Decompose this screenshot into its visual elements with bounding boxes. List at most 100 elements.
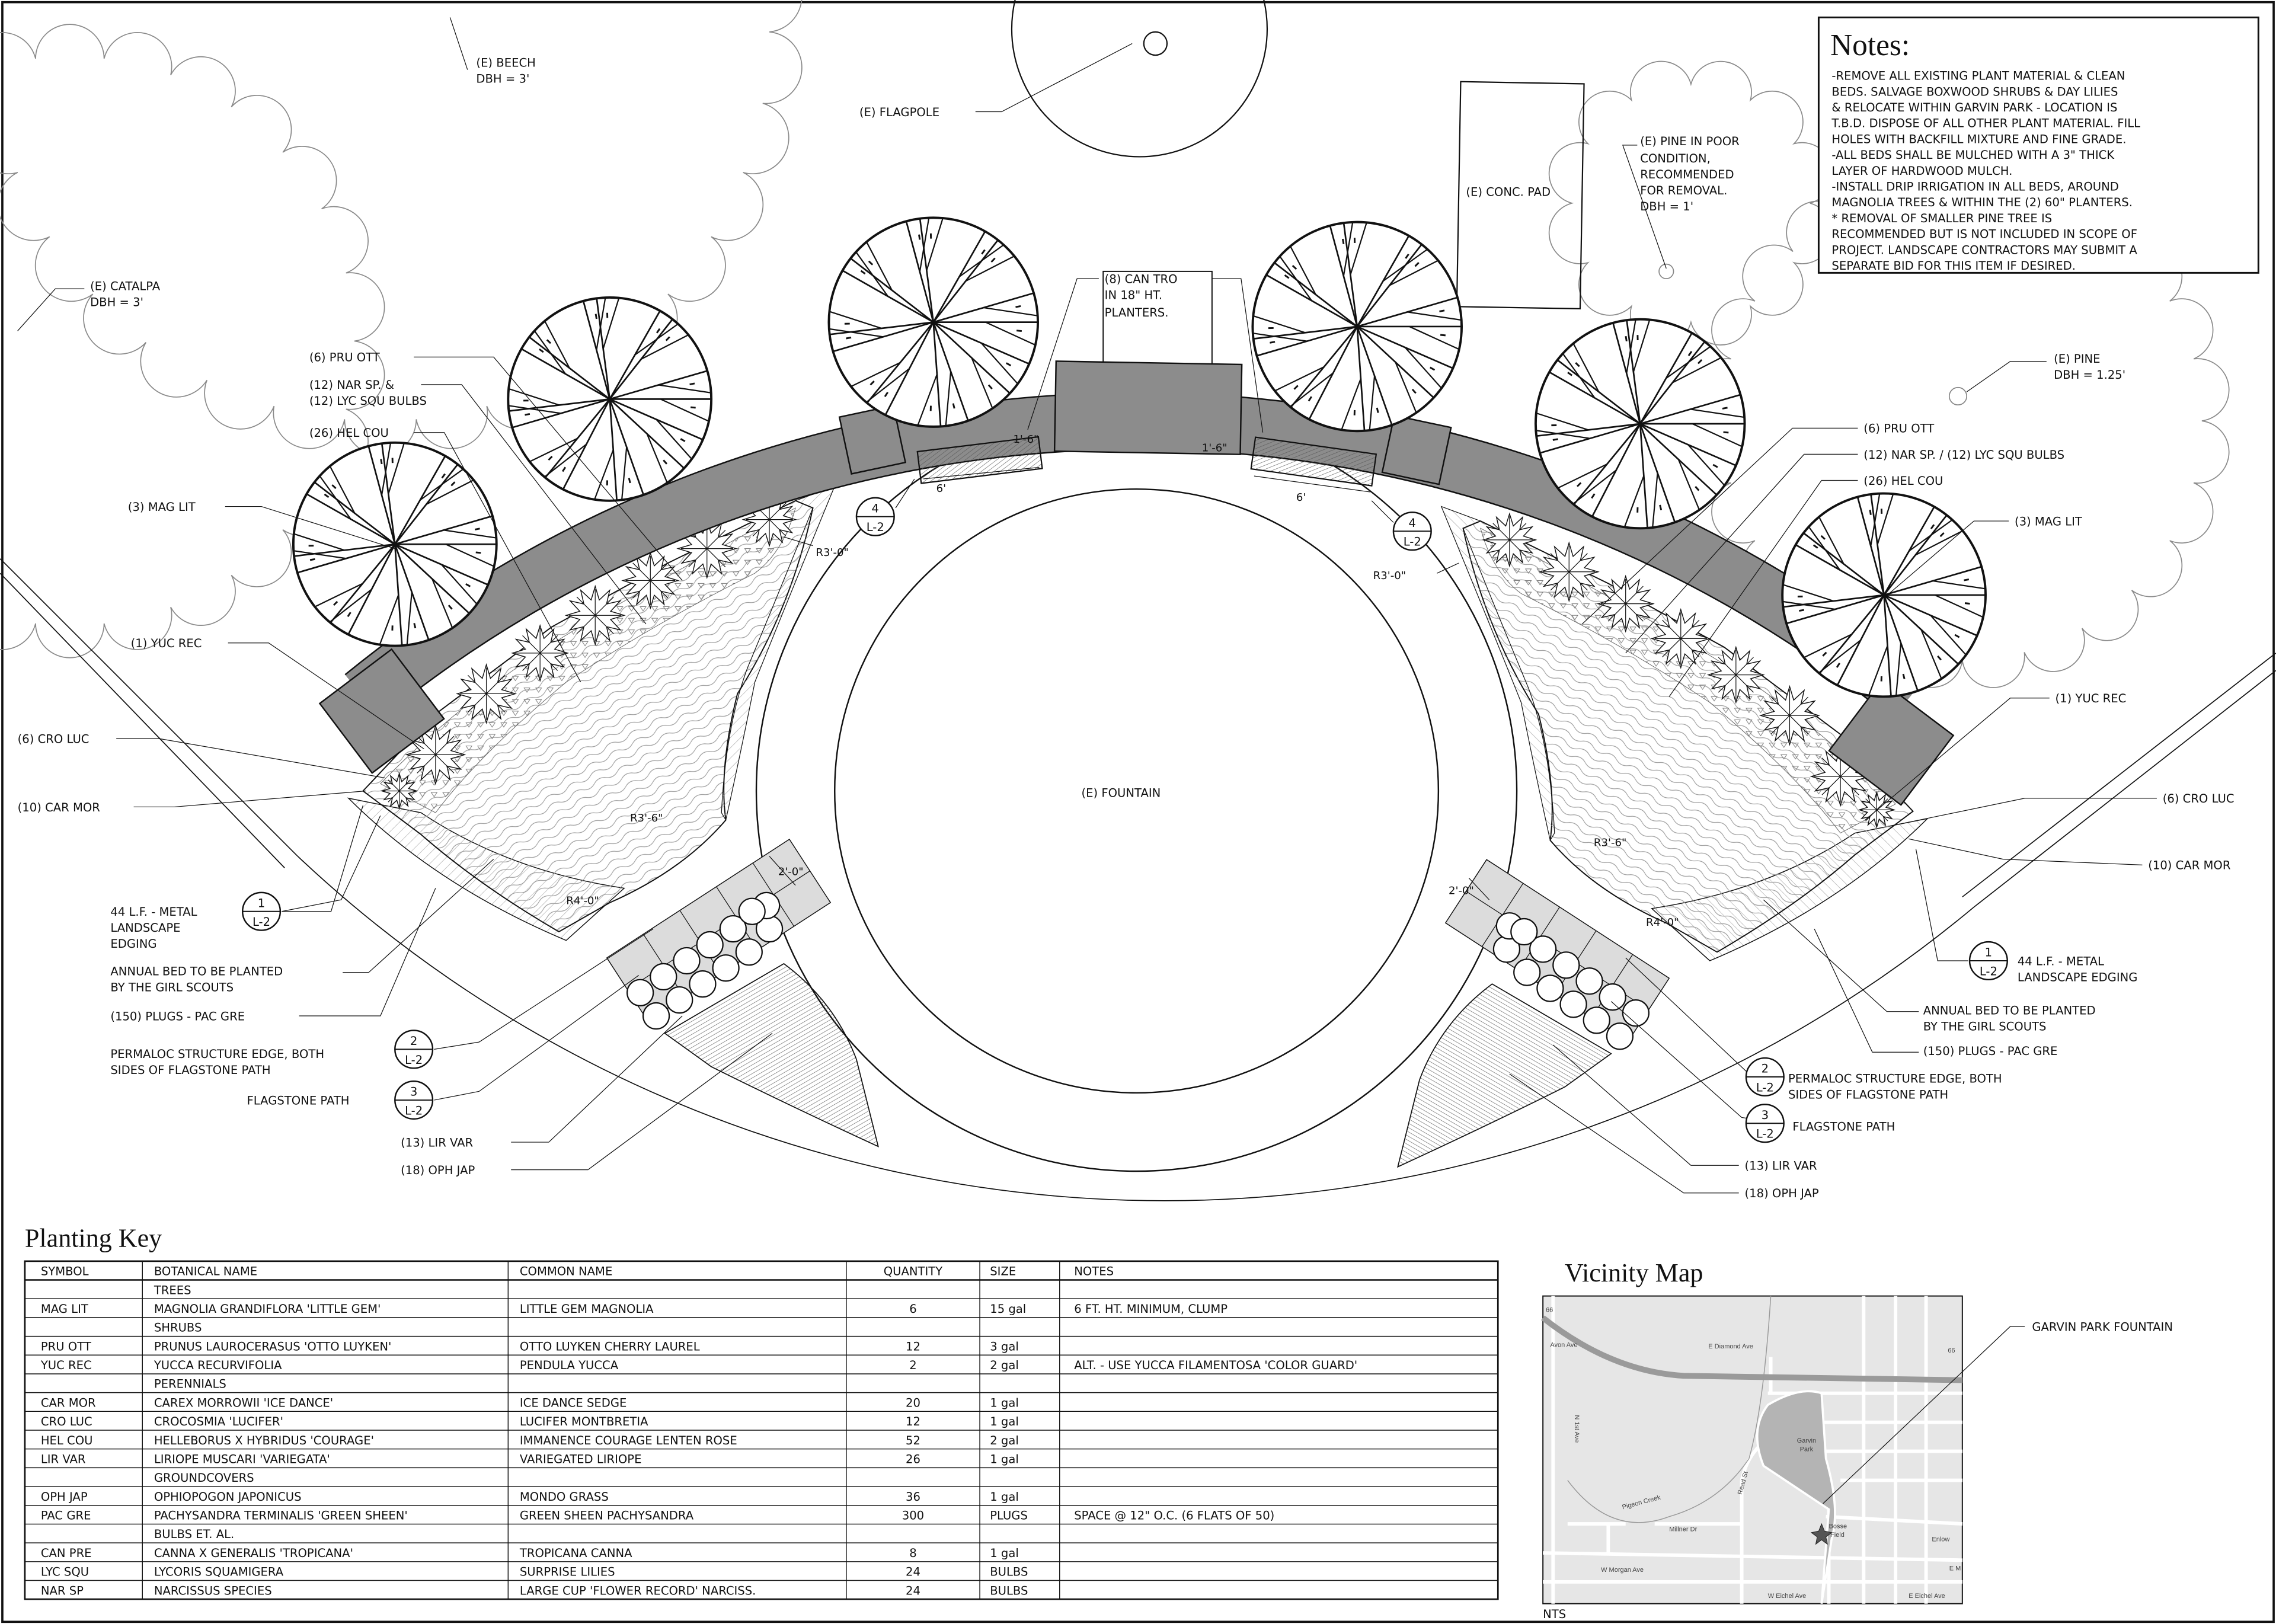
label-left-edging: 44 L.F. - METAL <box>110 905 197 919</box>
callout-detail-1-left[interactable]: 1 L-2 <box>241 891 282 931</box>
detail-callouts: 4 L-2 4 L-2 1 L-2 1 L-2 2 L-2 2 L-2 <box>241 497 2008 1143</box>
label-pine-dbh: DBH = 1.25' <box>2054 368 2125 382</box>
table-cell-size: 1 gal <box>990 1490 1019 1504</box>
label-left-annual-2: BY THE GIRL SCOUTS <box>110 980 234 994</box>
dim-left-r4-0: R4'-0" <box>566 894 599 907</box>
table-header-quantity: QUANTITY <box>884 1265 942 1278</box>
label-pine-poor-5: DBH = 1' <box>1640 200 1693 213</box>
callout-detail-2-left[interactable]: 2 L-2 <box>394 1030 434 1069</box>
table-cell-notes: ALT. - USE YUCCA FILAMENTOSA 'COLOR GUAR… <box>1074 1358 1357 1372</box>
planting-key-title: Planting Key <box>25 1223 162 1252</box>
map-label-park: Garvin <box>1797 1437 1816 1444</box>
label-left-nar-sp: (12) NAR SP. & <box>309 378 394 392</box>
table-cell-size: 3 gal <box>990 1340 1019 1353</box>
table-cell-symbol: NAR SP <box>41 1584 84 1597</box>
label-right-pru-ott: (6) PRU OTT <box>1863 422 1935 436</box>
table-cell-common-name: IMMANENCE COURAGE LENTEN ROSE <box>520 1434 737 1447</box>
map-label-em: E M <box>1949 1565 1961 1572</box>
shrub-icon <box>1759 685 1820 746</box>
label-beech-dbh: DBH = 3' <box>476 72 529 86</box>
callout-sheet: L-2 <box>1756 1080 1774 1094</box>
wall-pier <box>838 404 907 475</box>
map-label-w-eichel: W Eichel Ave <box>1768 1593 1807 1600</box>
table-cell-botanical-name: CAREX MORROWII 'ICE DANCE' <box>154 1396 333 1409</box>
dim-right-r3-6: R3'-6" <box>1594 837 1626 849</box>
table-cell-quantity: 300 <box>902 1509 924 1523</box>
dim-right-r4-0: R4'-0" <box>1646 916 1679 929</box>
table-cell-quantity: 52 <box>906 1434 920 1447</box>
callout-detail-4-left[interactable]: 4 L-2 <box>855 497 895 536</box>
table-cell-quantity: 24 <box>906 1584 920 1597</box>
table-cell-common-name: PENDULA YUCCA <box>520 1358 619 1372</box>
map-location-star-icon <box>1810 1523 1833 1545</box>
label-right-permaloc: PERMALOC STRUCTURE EDGE, BOTH <box>1788 1072 2002 1086</box>
callout-number: 2 <box>410 1034 417 1048</box>
label-left-permaloc-2: SIDES OF FLAGSTONE PATH <box>110 1063 270 1077</box>
label-catalpa: (E) CATALPA <box>90 280 161 293</box>
map-creek <box>1567 1296 1772 1523</box>
label-pine: (E) PINE <box>2054 352 2100 366</box>
dim-right-r3-0: R3'-0" <box>1373 570 1406 582</box>
notes-title: Notes: <box>1830 28 1910 62</box>
table-cell-quantity: 8 <box>909 1546 916 1560</box>
callout-detail-1-right[interactable]: 1 L-2 <box>1968 941 2008 981</box>
label-conc-pad: (E) CONC. PAD <box>1466 186 1551 199</box>
table-cell-botanical-name: PACHYSANDRA TERMINALIS 'GREEN SHEEN' <box>154 1509 408 1523</box>
table-cell-common-name: TROPICANA CANNA <box>519 1546 632 1560</box>
map-park-area <box>1756 1390 1836 1604</box>
table-cell-symbol: LYC SQU <box>41 1565 89 1579</box>
label-left-annual: ANNUAL BED TO BE PLANTED <box>110 964 283 978</box>
magnolia-tree-icon <box>827 216 1040 428</box>
shrub-icon <box>1538 541 1600 603</box>
dim-right-1-6: 1'-6" <box>1202 442 1227 455</box>
callout-detail-2-right[interactable]: 2 L-2 <box>1745 1057 1785 1096</box>
notes-box <box>1817 16 2259 274</box>
callout-detail-3-left[interactable]: 3 L-2 <box>394 1080 434 1120</box>
magnolia-trees <box>292 216 1987 698</box>
label-right-annual: ANNUAL BED TO BE PLANTED <box>1923 1004 2096 1018</box>
callout-detail-3-right[interactable]: 3 L-2 <box>1745 1104 1785 1143</box>
table-cell-symbol: PAC GRE <box>41 1509 91 1523</box>
label-right-hel-cou: (26) HEL COU <box>1863 474 1943 488</box>
callout-sheet: L-2 <box>405 1104 423 1118</box>
callout-sheet: L-2 <box>1404 535 1421 549</box>
table-cell-common-name: LUCIFER MONTBRETIA <box>520 1415 648 1428</box>
shrub-icon <box>621 551 680 610</box>
magnolia-tree-icon <box>292 441 498 647</box>
map-highway <box>1541 1315 1962 1383</box>
callout-sheet: L-2 <box>1756 1127 1774 1141</box>
callout-number: 1 <box>1985 946 1992 960</box>
table-header-symbol: SYMBOL <box>41 1265 89 1278</box>
label-right-flagstone: FLAGSTONE PATH <box>1792 1120 1895 1133</box>
table-cell-symbol: HEL COU <box>41 1434 93 1447</box>
table-cell-botanical-name: HELLEBORUS X HYBRIDUS 'COURAGE' <box>154 1434 374 1447</box>
table-cell-common-name: VARIEGATED LIRIOPE <box>520 1452 642 1466</box>
map-callout-leader <box>1823 1326 2025 1504</box>
label-right-oph-jap: (18) OPH JAP <box>1745 1187 1819 1200</box>
magnolia-tree-icon <box>1781 492 1987 698</box>
table-cell-botanical-name: PRUNUS LAUROCERASUS 'OTTO LUYKEN' <box>154 1340 392 1353</box>
callout-sheet: L-2 <box>1980 964 1997 978</box>
table-cell-size: BULBS <box>990 1584 1028 1597</box>
label-left-hel-cou: (26) HEL COU <box>309 426 389 440</box>
notes-line: SEPARATE BID FOR THIS ITEM IF DESIRED. <box>1831 259 2076 273</box>
label-right-car-mor: (10) CAR MOR <box>2148 859 2231 872</box>
label-left-plugs: (150) PLUGS - PAC GRE <box>110 1009 245 1023</box>
map-label-diamond: E Diamond Ave <box>1708 1343 1753 1350</box>
callout-number: 3 <box>1762 1108 1769 1122</box>
notes-line: RECOMMENDED BUT IS NOT INCLUDED IN SCOPE… <box>1831 228 2137 241</box>
table-cell-botanical-name: NARCISSUS SPECIES <box>154 1584 272 1597</box>
callout-detail-4-right[interactable]: 4 L-2 <box>1392 512 1432 551</box>
shrub-icon <box>564 584 626 646</box>
label-can-tro: (8) CAN TRO <box>1105 272 1178 286</box>
notes-line: PROJECT. LANDSCAPE CONTRACTORS MAY SUBMI… <box>1831 243 2137 257</box>
catalpa-canopy <box>0 24 385 658</box>
table-cell-notes: SPACE @ 12" O.C. (6 FLATS OF 50) <box>1074 1509 1274 1523</box>
map-scale-nts: NTS <box>1543 1607 1566 1621</box>
table-header-botanical-name: BOTANICAL NAME <box>154 1265 257 1278</box>
leader-lines <box>17 17 2157 1194</box>
wall-center-block <box>1053 360 1243 455</box>
